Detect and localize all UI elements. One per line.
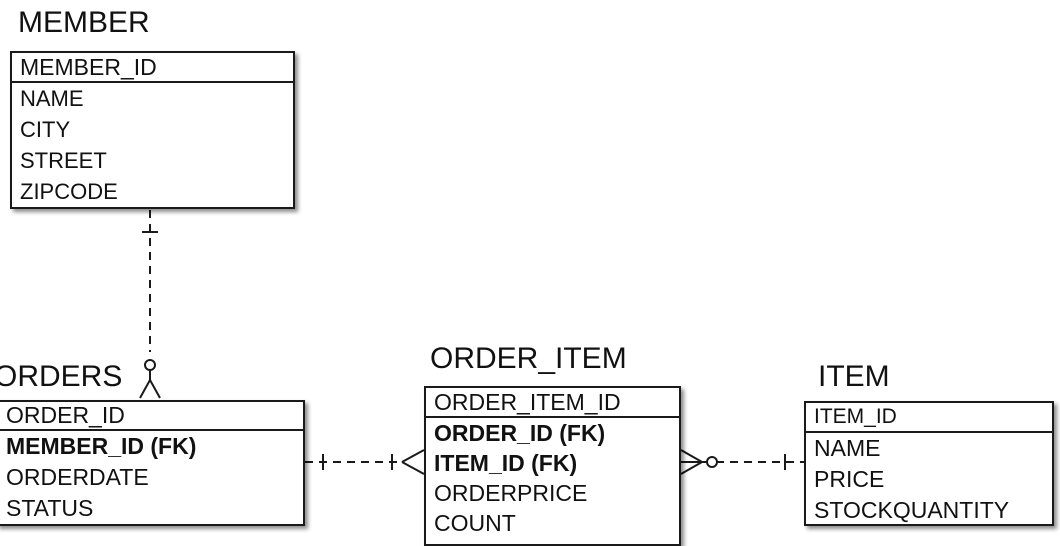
orders-entity[interactable]: ORDER_ID MEMBER_ID (FK) ORDERDATE STATUS	[0, 400, 305, 526]
orders-pk: ORDER_ID	[0, 402, 303, 431]
crowfoot-top	[401, 449, 425, 463]
crowfoot-right	[149, 379, 161, 399]
orders-attr-status: STATUS	[6, 495, 94, 521]
member-title: MEMBER	[18, 6, 150, 39]
crowfoot-bottom	[401, 461, 425, 475]
member-orders-relationship	[139, 210, 161, 399]
item-entity[interactable]: ITEM_ID NAME PRICE STOCKQUANTITY	[804, 401, 1054, 526]
orders-orderitem-relationship	[305, 449, 425, 475]
crowfoot-top	[680, 449, 703, 463]
zero-mark	[144, 359, 156, 371]
item-orderitem-relationship	[680, 449, 804, 475]
item-title: ITEM	[818, 360, 890, 393]
order-item-entity[interactable]: ORDER_ITEM_ID ORDER_ID (FK) ITEM_ID (FK)…	[424, 386, 681, 546]
item-attr-stockquantity: STOCKQUANTITY	[814, 497, 1010, 523]
orders-title: ORDERS	[0, 360, 123, 393]
member-attr-city: CITY	[20, 117, 71, 142]
orders-attr-orderdate: ORDERDATE	[6, 464, 149, 490]
orders-attributes: MEMBER_ID (FK) ORDERDATE STATUS	[0, 431, 303, 524]
item-pk: ITEM_ID	[806, 403, 1052, 433]
order-item-attr-order-id-fk: ORDER_ID (FK)	[434, 420, 606, 446]
order-item-attr-orderprice: ORDERPRICE	[434, 480, 588, 506]
crowfoot-bottom	[680, 461, 703, 475]
relationship-lines	[139, 210, 804, 475]
order-item-attributes: ORDER_ID (FK) ITEM_ID (FK) ORDERPRICE CO…	[426, 418, 679, 538]
member-entity[interactable]: MEMBER_ID NAME CITY STREET ZIPCODE	[10, 51, 295, 209]
item-attr-price: PRICE	[814, 466, 885, 492]
member-attr-name: NAME	[20, 86, 84, 111]
member-pk: MEMBER_ID	[12, 53, 293, 83]
member-attributes: NAME CITY STREET ZIPCODE	[12, 83, 293, 207]
order-item-attr-item-id-fk: ITEM_ID (FK)	[434, 450, 578, 476]
order-item-attr-count: COUNT	[434, 510, 516, 536]
item-attributes: NAME PRICE STOCKQUANTITY	[806, 433, 1052, 526]
crowfoot-left	[139, 379, 151, 399]
order-item-title: ORDER_ITEM	[430, 342, 627, 375]
member-attr-zipcode: ZIPCODE	[20, 179, 118, 204]
order-item-pk: ORDER_ITEM_ID	[426, 388, 679, 418]
orders-attr-member-id-fk: MEMBER_ID (FK)	[6, 433, 197, 459]
zero-mark	[706, 456, 718, 468]
member-attr-street: STREET	[20, 148, 107, 173]
item-attr-name: NAME	[814, 435, 881, 461]
